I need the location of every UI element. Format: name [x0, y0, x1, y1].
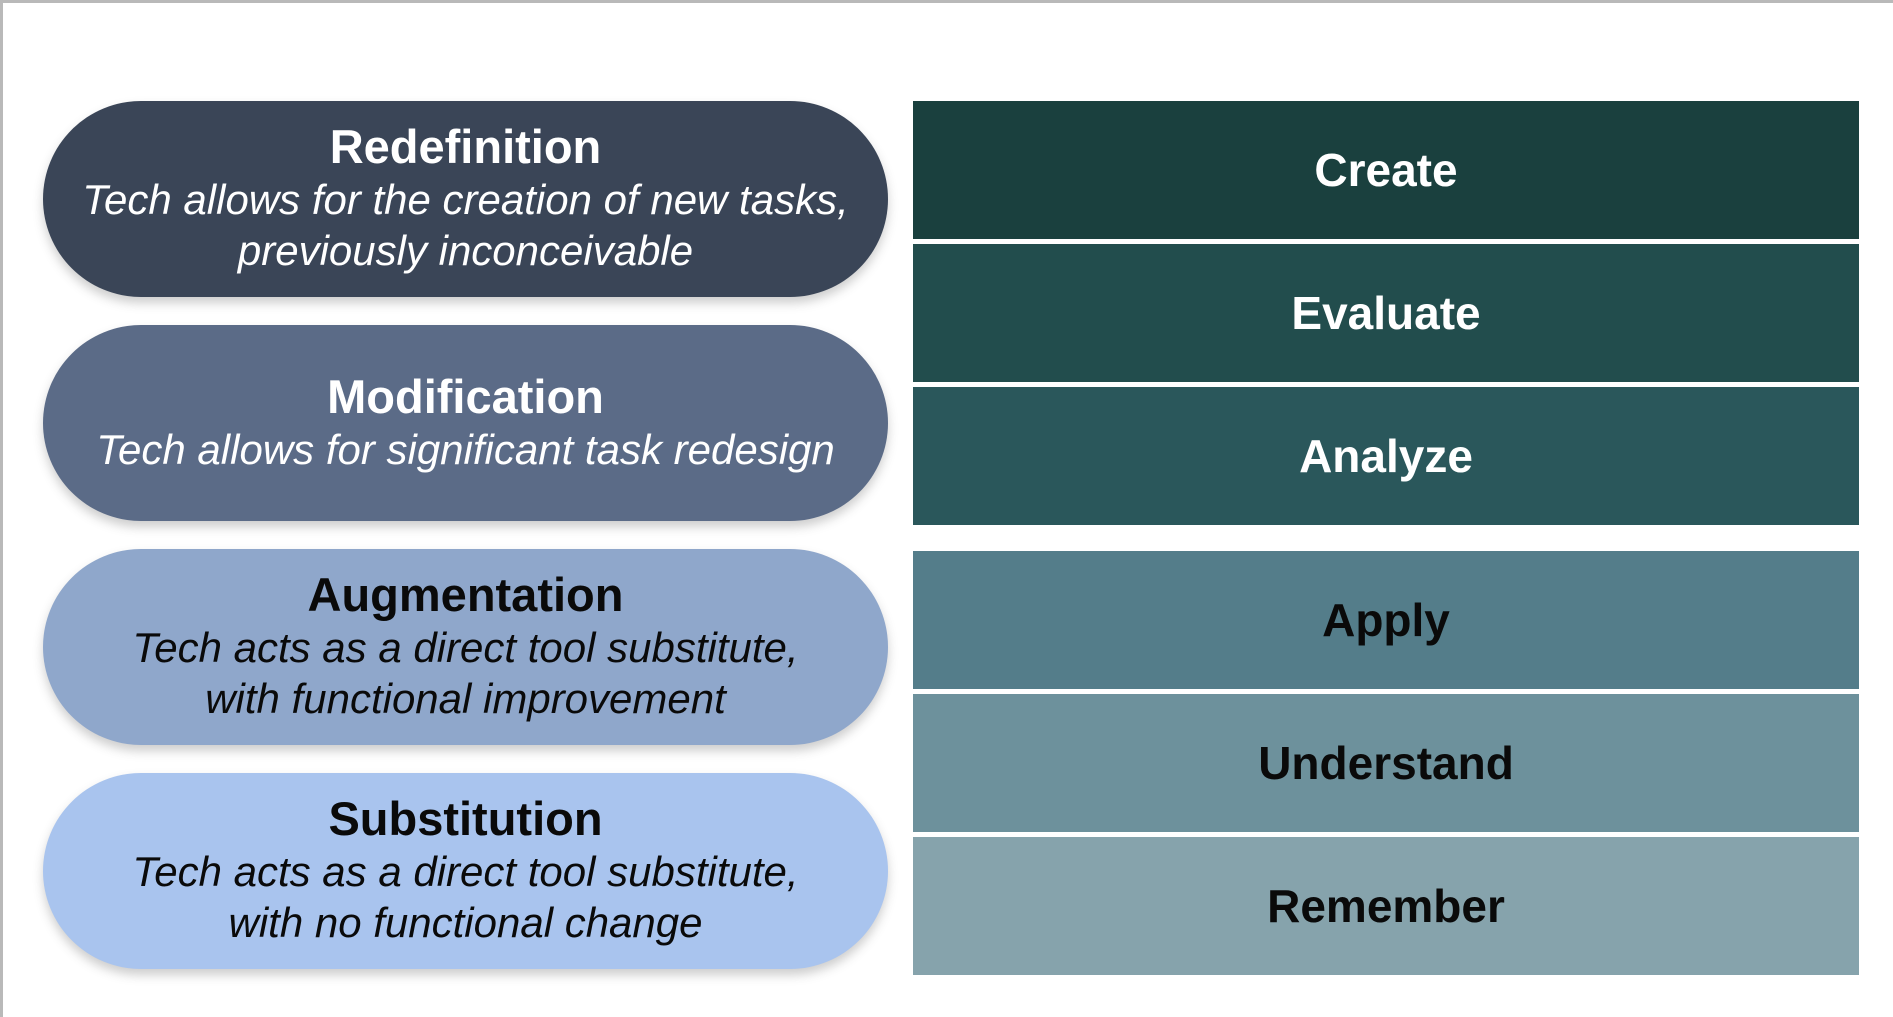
samr-box-modification: Modification Tech allows for significant…	[43, 325, 888, 521]
bloom-bar-label: Evaluate	[1291, 287, 1481, 339]
samr-box-description-line: Tech allows for the creation of new task…	[82, 176, 849, 224]
samr-box-description-line: with no functional change	[228, 899, 703, 947]
samr-box-title: Substitution	[328, 792, 603, 846]
samr-box-redefinition: Redefinition Tech allows for the creatio…	[43, 101, 888, 297]
bloom-bar-understand: Understand	[913, 694, 1859, 832]
samr-box-description: Tech allows for the creation of new task…	[82, 174, 849, 276]
bloom-bar-label: Create	[1314, 144, 1458, 196]
bloom-upper-group: Create Evaluate Analyze	[913, 101, 1859, 525]
samr-column: Redefinition Tech allows for the creatio…	[43, 101, 888, 969]
bloom-bar-label: Analyze	[1299, 430, 1473, 482]
samr-box-description-line: previously inconceivable	[237, 227, 694, 275]
samr-box-title: Modification	[327, 370, 604, 424]
samr-box-description-line: Tech allows for significant task redesig…	[96, 425, 835, 473]
bloom-bar-label: Remember	[1267, 880, 1505, 932]
samr-box-description: Tech acts as a direct tool substitute, w…	[132, 622, 798, 724]
samr-box-description-line: with functional improvement	[205, 675, 726, 723]
samr-box-description-line: Tech acts as a direct tool substitute,	[132, 624, 799, 672]
samr-box-title: Redefinition	[329, 120, 602, 174]
samr-box-augmentation: Augmentation Tech acts as a direct tool …	[43, 549, 888, 745]
bloom-bar-evaluate: Evaluate	[913, 244, 1859, 382]
bloom-bar-analyze: Analyze	[913, 387, 1859, 525]
samr-box-description: Tech acts as a direct tool substitute, w…	[132, 846, 798, 948]
bloom-lower-group: Apply Understand Remember	[913, 551, 1859, 975]
bloom-bar-create: Create	[913, 101, 1859, 239]
samr-box-title: Augmentation	[307, 568, 624, 622]
bloom-column: Create Evaluate Analyze Apply Understand…	[913, 101, 1859, 975]
samr-box-substitution: Substitution Tech acts as a direct tool …	[43, 773, 888, 969]
bloom-bar-label: Apply	[1322, 594, 1450, 646]
samr-box-description: Tech allows for significant task redesig…	[96, 424, 835, 475]
bloom-bar-remember: Remember	[913, 837, 1859, 975]
bloom-bar-apply: Apply	[913, 551, 1859, 689]
samr-box-description-line: Tech acts as a direct tool substitute,	[132, 848, 799, 896]
bloom-bar-label: Understand	[1258, 737, 1514, 789]
